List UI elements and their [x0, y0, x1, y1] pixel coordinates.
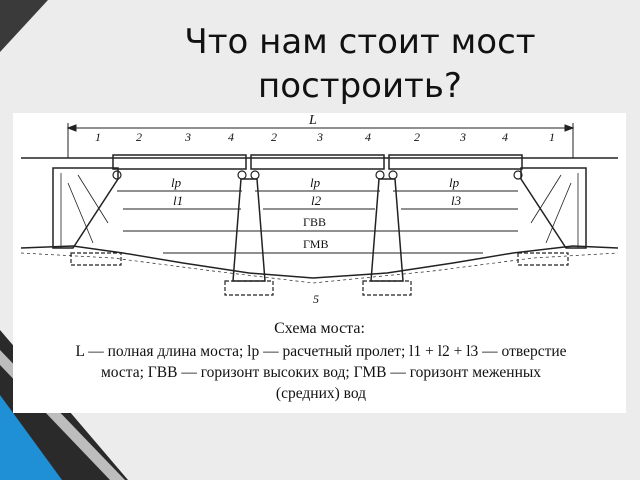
- pier-2: [370, 178, 404, 282]
- caption-body: L — полная длина моста; lp — расчетный п…: [21, 341, 621, 404]
- label-4-a: 4: [228, 130, 234, 144]
- riverbed-hatch: [20, 252, 619, 284]
- label-5: 5: [313, 292, 319, 306]
- riverbed-line: [20, 245, 619, 279]
- label-lp-1: lp: [171, 175, 182, 190]
- span-beam-2: [250, 154, 385, 170]
- bridge-scheme-figure: L 1 2 3 4 2 3 4 2 3 4 1: [13, 113, 626, 413]
- abutment-left-hatch-2: [67, 182, 94, 244]
- bearing-6: [513, 170, 523, 180]
- pier-1: [232, 178, 266, 282]
- abutment-right-hatch-2: [545, 182, 572, 244]
- label-l2: l2: [311, 193, 322, 208]
- bearing-1: [112, 170, 122, 180]
- label-2-c: 2: [414, 130, 420, 144]
- label-gmv: ГМВ: [303, 237, 328, 251]
- abutment-right-footing: [517, 252, 569, 266]
- label-2-b: 2: [271, 130, 277, 144]
- pier-2-footing: [362, 280, 412, 296]
- bearing-4: [375, 170, 385, 180]
- bearing-2: [237, 170, 247, 180]
- arrow-right-L: [564, 124, 575, 132]
- label-lp-3: lp: [449, 175, 460, 190]
- bearing-3: [250, 170, 260, 180]
- label-l1: l1: [173, 193, 183, 208]
- slide-title: Что нам стоит мост построить?: [110, 20, 610, 108]
- label-4-b: 4: [365, 130, 371, 144]
- slide-title-line-2: построить?: [258, 66, 462, 106]
- caption-line-2: моста; ГВВ — горизонт высоких вод; ГМВ —…: [100, 364, 542, 381]
- abutment-left-hatch-3: [77, 174, 109, 224]
- label-3-b: 3: [316, 130, 323, 144]
- label-2-a: 2: [136, 130, 142, 144]
- label-3-a: 3: [184, 130, 191, 144]
- label-gvv: ГВВ: [303, 215, 326, 229]
- label-lp-2: lp: [310, 175, 321, 190]
- pier-1-footing: [224, 280, 274, 296]
- bearing-5: [388, 170, 398, 180]
- label-3-c: 3: [459, 130, 466, 144]
- abutment-right: [520, 167, 587, 249]
- label-1-left: 1: [95, 130, 101, 144]
- abutment-left-footing: [70, 252, 122, 266]
- bridge-scheme-drawing: L 1 2 3 4 2 3 4 2 3 4 1: [20, 113, 619, 306]
- abutment-left: [52, 167, 119, 249]
- caption-line-3: (средних) вод: [275, 385, 367, 402]
- abutment-right-hatch-3: [530, 174, 562, 224]
- caption-line-1: L — полная длина моста; lp — расчетный п…: [75, 343, 567, 360]
- label-4-c: 4: [502, 130, 508, 144]
- span-beam-3: [388, 154, 523, 170]
- top-stripe-dark: [0, 0, 48, 52]
- label-L: L: [308, 113, 317, 128]
- bottom-stripe-blue: [0, 395, 62, 480]
- caption-title: Схема моста:: [274, 320, 365, 337]
- span-beam-1: [112, 154, 247, 170]
- arrow-left-L: [66, 124, 77, 132]
- slide-title-line-1: Что нам стоит мост: [184, 22, 536, 62]
- label-1-right: 1: [549, 130, 555, 144]
- label-l3: l3: [451, 193, 462, 208]
